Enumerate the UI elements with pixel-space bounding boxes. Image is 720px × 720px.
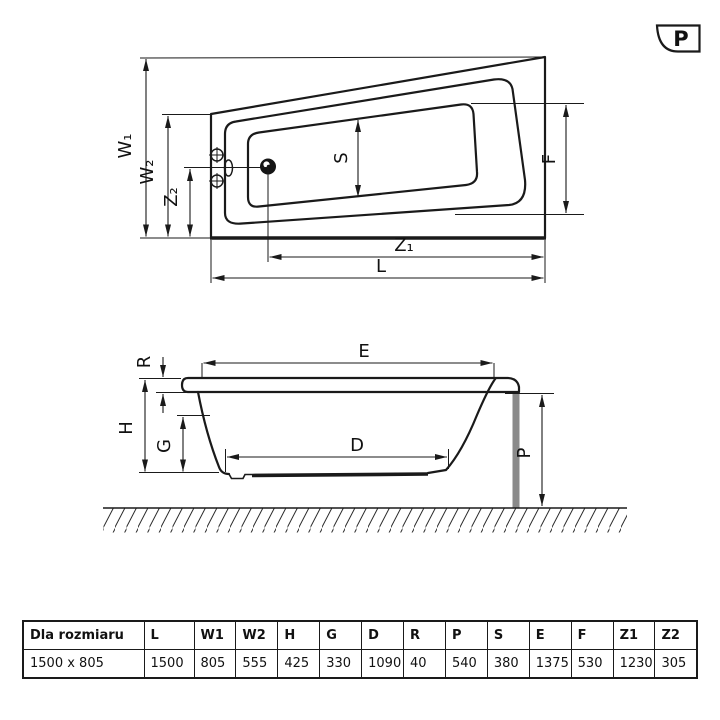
dim-r: R: [134, 356, 166, 413]
dim-label-h: H: [116, 421, 137, 435]
dim-p: P: [514, 395, 545, 506]
orientation-badge-outline: [655, 24, 701, 53]
table-header-cell: Z1: [612, 620, 656, 650]
table-header-cell: P: [444, 620, 488, 650]
table-value-cell: 425: [277, 649, 321, 679]
table-value-cell: 380: [486, 649, 530, 679]
dim-w1: W₁: [115, 59, 149, 237]
table-header-row: Dla rozmiaru L W1 W2 H G D R P S E F Z1 …: [22, 620, 698, 650]
table-value-cell: 540: [444, 649, 488, 679]
table-header-cell: E: [528, 620, 572, 650]
table-value-cell: 805: [193, 649, 237, 679]
dim-label-p: P: [514, 447, 535, 458]
dim-l: L: [212, 256, 544, 281]
dim-h: H: [116, 380, 148, 472]
plan-view: W₁ W₂ Z₂ S F Z₁ L: [115, 55, 584, 283]
tub-outer-edge: [209, 55, 547, 240]
tub-basin-outline: [246, 103, 479, 208]
faucet-hole-icon: [209, 173, 225, 189]
tub-rim-inner-edge: [223, 78, 527, 225]
orientation-badge: P: [655, 24, 701, 53]
foot-notch: [228, 473, 252, 480]
dimensions-table: Dla rozmiaru L W1 W2 H G D R P S E F Z1 …: [22, 620, 698, 679]
faucet-hole-icon: [209, 147, 225, 163]
left-wall: [196, 390, 231, 476]
dim-z1: Z₁: [269, 235, 544, 260]
right-wall: [426, 377, 497, 475]
dim-label-z1: Z₁: [394, 235, 414, 256]
table-header-cell: Z2: [654, 620, 698, 650]
dim-label-z2: Z₂: [161, 187, 182, 207]
dim-label-w1: W₁: [115, 133, 136, 158]
dim-label-r: R: [134, 356, 155, 369]
table-header-cell: W2: [235, 620, 279, 650]
table-header-cell: F: [570, 620, 614, 650]
table-header-cell: R: [403, 620, 446, 650]
table-header-cell: H: [277, 620, 321, 650]
table-value-cell: 40: [403, 649, 446, 679]
table-value-cell: 1500: [143, 649, 195, 679]
table-header-cell: S: [486, 620, 530, 650]
dim-e: E: [203, 341, 493, 366]
table-value-cell: 555: [235, 649, 279, 679]
table-value-cell: 330: [319, 649, 363, 679]
table-value-cell: 1375: [528, 649, 572, 679]
table-header-cell: Dla rozmiaru: [22, 620, 145, 650]
table-value-cell: 1090: [361, 649, 405, 679]
dim-f: F: [539, 105, 569, 213]
dim-z2: Z₂: [161, 169, 193, 237]
ground-hatch: [103, 507, 627, 533]
dim-s: S: [331, 120, 361, 197]
table-header-cell: D: [361, 620, 405, 650]
dim-label-s: S: [331, 152, 352, 163]
table-row: 1500 x 805 1500 805 555 425 330 1090 40 …: [22, 649, 698, 679]
dim-g: G: [154, 417, 186, 472]
dim-label-g: G: [154, 439, 175, 453]
table-header-cell: G: [319, 620, 363, 650]
orientation-badge-letter: P: [673, 27, 688, 51]
rim-profile: [180, 376, 521, 394]
dim-label-l: L: [376, 256, 386, 277]
support-leg: [512, 391, 520, 508]
table-value-cell: 530: [570, 649, 614, 679]
bathtub-technical-drawing: W₁ W₂ Z₂ S F Z₁ L: [103, 24, 701, 533]
table-value-cell: 1500 x 805: [22, 649, 145, 679]
table-header-cell: W1: [193, 620, 237, 650]
dim-label-d: D: [350, 435, 364, 456]
table-header-cell: L: [143, 620, 195, 650]
dim-label-f: F: [539, 154, 560, 164]
bottom-board: [251, 472, 429, 478]
table-value-cell: 1230: [612, 649, 656, 679]
dim-d: D: [227, 435, 447, 460]
side-view: R H G E D P: [103, 341, 627, 533]
dim-label-e: E: [358, 341, 369, 362]
dim-w2: W₂: [137, 116, 171, 237]
table-value-cell: 305: [654, 649, 698, 679]
dim-label-w2: W₂: [137, 159, 158, 184]
